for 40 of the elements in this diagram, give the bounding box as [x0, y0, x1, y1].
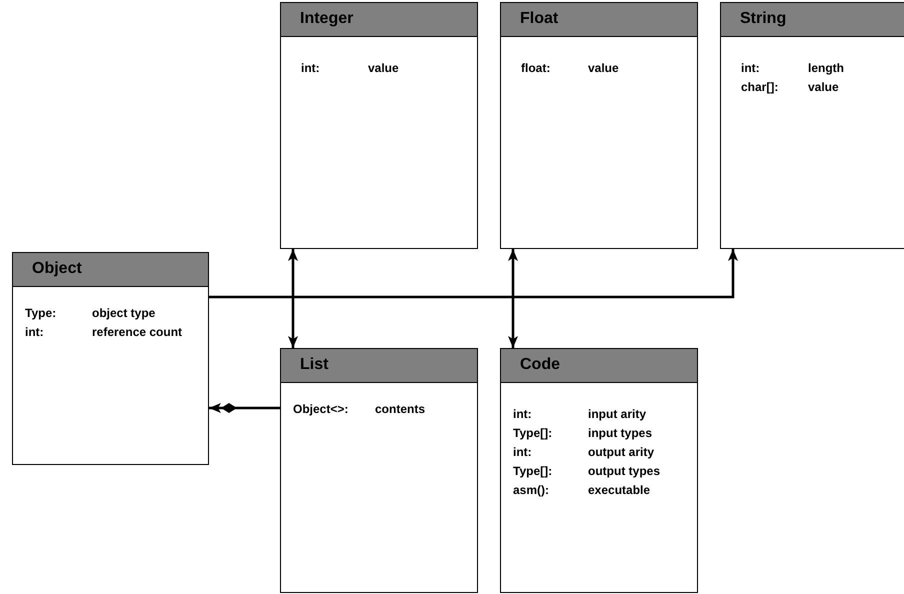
attribute-type: asm(): — [513, 483, 550, 497]
class-name: String — [740, 10, 786, 28]
attribute-type: char[]: — [741, 80, 778, 94]
attribute-name: contents — [375, 402, 426, 416]
attribute-name: value — [808, 80, 839, 94]
class-name: Code — [520, 356, 560, 374]
association-arrow — [508, 249, 518, 348]
attribute-name: value — [588, 61, 619, 75]
association-arrow — [209, 249, 738, 298]
attribute-name: object type — [92, 306, 156, 320]
class-box — [12, 252, 209, 465]
attribute-name: executable — [588, 483, 650, 497]
attribute-type: int: — [513, 407, 532, 421]
class-box — [500, 2, 698, 249]
class-name: Float — [520, 10, 558, 28]
attribute-type: int: — [301, 61, 320, 75]
class-name: List — [300, 356, 328, 374]
class-box — [280, 348, 478, 593]
attribute-name: length — [808, 61, 844, 75]
attribute-type: Type[]: — [513, 426, 552, 440]
attribute-name: output types — [588, 464, 660, 478]
class-box — [720, 2, 904, 249]
attribute-type: int: — [25, 325, 44, 339]
attribute-name: value — [368, 61, 399, 75]
class-name: Integer — [300, 10, 354, 28]
attribute-name: output arity — [588, 445, 654, 459]
association-arrow — [288, 249, 298, 348]
class-box — [500, 348, 698, 593]
attribute-name: input arity — [588, 407, 646, 421]
attribute-type: Type[]: — [513, 464, 552, 478]
attribute-type: int: — [741, 61, 760, 75]
composition-arrow — [209, 403, 280, 413]
attribute-type: Type: — [25, 306, 56, 320]
class-name: Object — [32, 260, 82, 278]
attribute-name: input types — [588, 426, 652, 440]
attribute-name: reference count — [92, 325, 182, 339]
attribute-type: Object<>: — [293, 402, 348, 416]
class-box — [280, 2, 478, 249]
attribute-type: int: — [513, 445, 532, 459]
attribute-type: float: — [521, 61, 550, 75]
